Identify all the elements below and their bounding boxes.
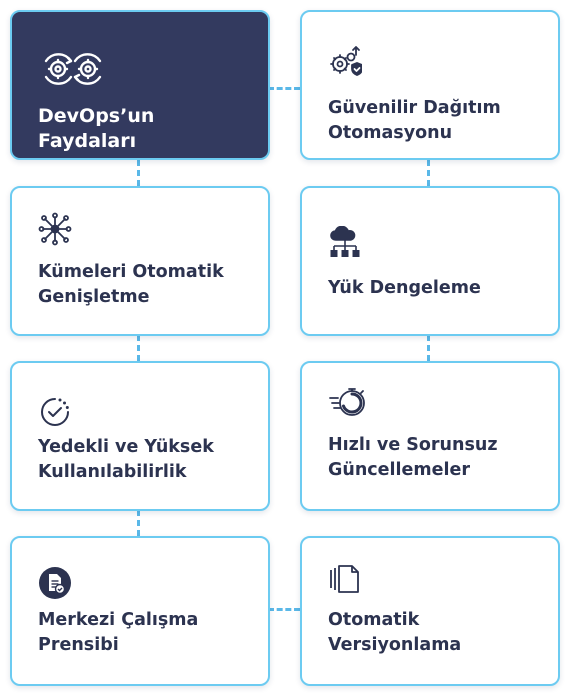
connector-left-1 xyxy=(137,160,140,186)
card-label: Hızlı ve Sorunsuz Güncellemeler xyxy=(328,435,498,480)
card-central-principle: Merkezi Çalışma Prensibi xyxy=(10,536,270,686)
connector-left-3 xyxy=(137,510,140,536)
card-label: Güvenilir Dağıtım Otomasyonu xyxy=(328,98,501,143)
card-devops-benefits: DevOps’un Faydaları xyxy=(10,10,270,160)
cloud-network-icon xyxy=(328,226,362,260)
fast-refresh-icon xyxy=(328,385,368,419)
card-label: Merkezi Çalışma Prensibi xyxy=(38,610,199,655)
connector-right-2 xyxy=(427,335,430,361)
settings-shield-icon xyxy=(328,44,362,78)
network-nodes-icon xyxy=(38,212,72,246)
card-auto-versioning: Otomatik Versiyonlama xyxy=(300,536,560,686)
document-check-icon xyxy=(38,566,72,600)
card-rolling-updates: Hızlı ve Sorunsuz Güncellemeler xyxy=(300,361,560,511)
card-label: Yedekli ve Yüksek Kullanılabilirlik xyxy=(38,437,214,482)
connector-bottom xyxy=(268,608,300,611)
connector-right-1 xyxy=(427,160,430,186)
card-reliable-deployment: Güvenilir Dağıtım Otomasyonu xyxy=(300,10,560,160)
connector-left-2 xyxy=(137,335,140,361)
copy-files-icon xyxy=(328,562,362,596)
card-label: Kümeleri Otomatik Genişletme xyxy=(38,262,224,307)
gears-cycle-icon xyxy=(38,52,108,86)
timer-check-icon xyxy=(38,395,72,429)
card-label: Otomatik Versiyonlama xyxy=(328,610,462,655)
card-high-availability: Yedekli ve Yüksek Kullanılabilirlik xyxy=(10,361,270,511)
card-cluster-autoscaling: Kümeleri Otomatik Genişletme xyxy=(10,186,270,336)
card-load-balancing: Yük Dengeleme xyxy=(300,186,560,336)
card-label: DevOps’un Faydaları xyxy=(38,105,155,152)
card-label: Yük Dengeleme xyxy=(328,278,481,298)
connector-top xyxy=(268,87,300,90)
